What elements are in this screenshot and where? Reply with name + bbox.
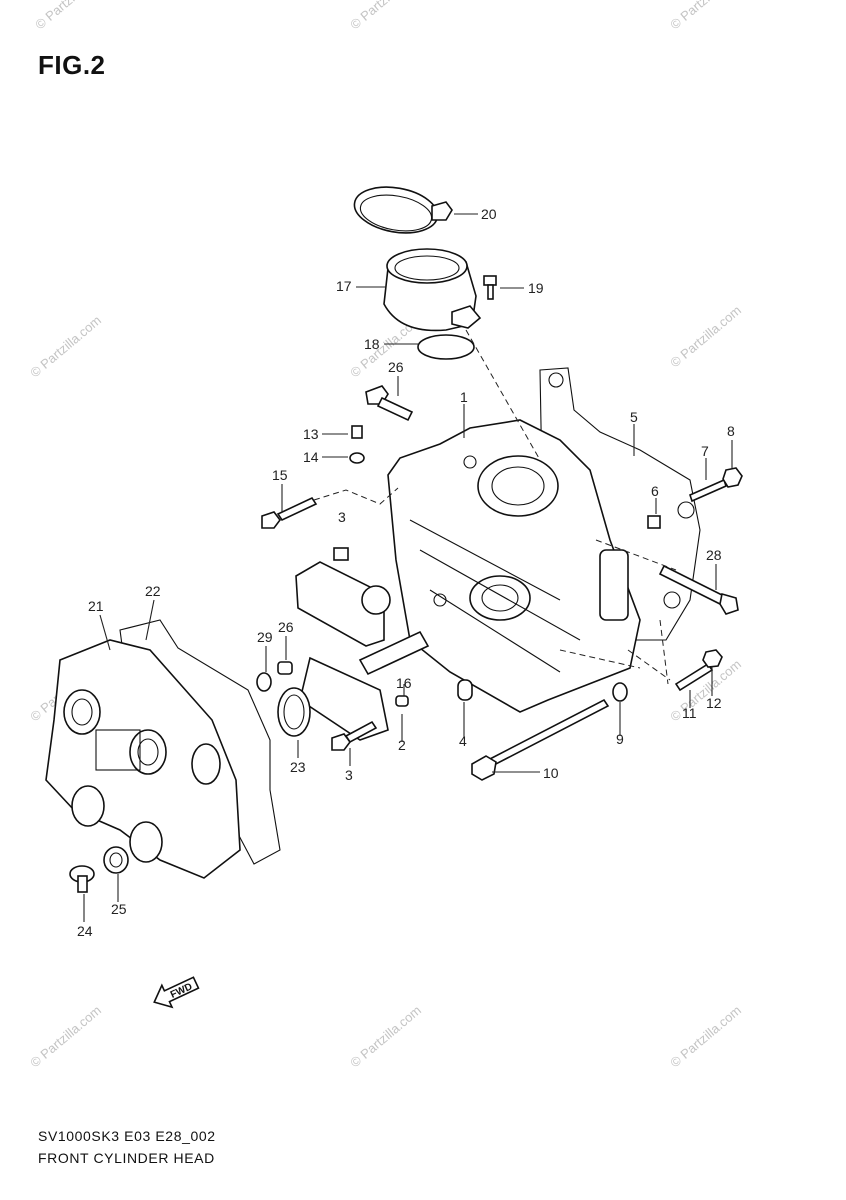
callout-14: 14 [303, 449, 319, 465]
watermark: © Partzilla.com [27, 312, 104, 380]
figure-title: FIG.2 [38, 50, 106, 80]
bolt-3 [331, 720, 378, 751]
washer-14 [349, 452, 365, 464]
plug-16 [299, 630, 430, 741]
callout-15: 15 [272, 467, 288, 483]
callout-10: 10 [543, 765, 559, 781]
callout-29: 29 [257, 629, 273, 645]
callout-23: 23 [290, 759, 306, 775]
long-bolt-10 [471, 698, 610, 781]
bolt-27 [365, 385, 414, 422]
stud-bolt-7 [689, 478, 727, 503]
watermark: © Partzilla.com [667, 302, 744, 370]
watermark: © Partzilla.com [32, 0, 109, 32]
washer-25 [103, 846, 129, 874]
callout-6: 6 [651, 483, 659, 499]
watermark: © Partzilla.com [667, 0, 744, 32]
callout-2: 2 [398, 737, 406, 753]
callout-3: 3 [338, 509, 346, 525]
callout-5: 5 [630, 409, 638, 425]
callout-18: 18 [364, 336, 380, 352]
assembly-name: FRONT CYLINDER HEAD [38, 1150, 215, 1166]
callout-17: 17 [336, 278, 352, 294]
watermark: © Partzilla.com [667, 1002, 744, 1070]
callout-19: 19 [528, 280, 544, 296]
callout-27: 26 [388, 359, 404, 375]
nut-12 [702, 649, 723, 668]
camshaft-bracket [295, 547, 391, 647]
intake-pipe-17 [383, 248, 482, 332]
callout-26: 26 [278, 619, 294, 635]
watermark-layer: © Partzilla.com © Partzilla.com © Partzi… [27, 0, 744, 1070]
leader-lines [83, 213, 733, 922]
callout-11: 11 [682, 705, 697, 721]
nut-8 [722, 467, 743, 488]
watermark: © Partzilla.com [347, 0, 424, 32]
model-code: SV1000SK3 E03 E28_002 [38, 1128, 216, 1144]
screw-13 [351, 425, 363, 439]
cylinder-head-1 [387, 419, 641, 713]
callout-8: 8 [727, 423, 735, 439]
callout-12: 12 [706, 695, 722, 711]
callout-3: 3 [345, 767, 353, 783]
callout-9: 9 [616, 731, 624, 747]
bolt-15 [261, 496, 318, 529]
o-ring-18 [417, 334, 475, 360]
callout-labels: 20 17 19 18 26 1 13 14 5 8 7 15 6 3 28 2… [77, 206, 735, 939]
fwd-arrow-icon: FWD [153, 976, 200, 1009]
fwd-label: FWD [169, 981, 194, 1001]
callout-25: 25 [111, 901, 127, 917]
assembly-lines [313, 329, 677, 685]
washer-9 [612, 682, 628, 702]
dowel-pin-6 [647, 515, 661, 529]
pin-4 [457, 679, 473, 701]
callout-16: 16 [396, 675, 412, 691]
seal-23 [277, 687, 311, 737]
watermark: © Partzilla.com [27, 1002, 104, 1070]
callout-28: 28 [706, 547, 722, 563]
cylinder-head-cover-21 [45, 639, 241, 879]
clamp-20 [353, 186, 453, 234]
callout-20: 20 [481, 206, 497, 222]
ring-29 [256, 672, 272, 692]
screw-19 [483, 275, 497, 300]
bolt-28 [658, 564, 739, 615]
callout-13: 13 [303, 426, 319, 442]
dowel-26 [277, 661, 293, 675]
cap-2 [395, 695, 409, 707]
callout-22: 22 [145, 583, 161, 599]
callout-7: 7 [701, 443, 709, 459]
callout-24: 24 [77, 923, 93, 939]
callout-21: 21 [88, 598, 104, 614]
bolt-24 [69, 865, 95, 893]
callout-4: 4 [459, 733, 467, 749]
callout-1: 1 [460, 389, 468, 405]
watermark: © Partzilla.com [347, 1002, 424, 1070]
